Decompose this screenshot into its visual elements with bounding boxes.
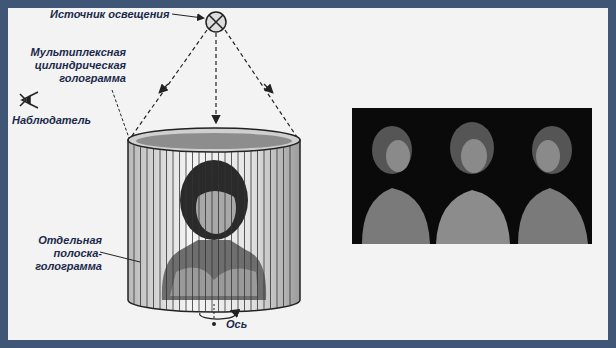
hologram-stripe — [225, 152, 226, 312]
hologram-stripe — [147, 148, 148, 308]
light-source-label: Источник освещения — [50, 8, 180, 21]
hologram-stripe — [134, 144, 135, 304]
hologram-stripe — [173, 151, 174, 311]
hologram-stripe — [212, 152, 213, 312]
hologram-stripe — [264, 150, 265, 310]
hologram-stripe — [238, 152, 239, 312]
hologram-stripe — [140, 146, 141, 306]
hologram-stripe — [205, 152, 206, 312]
strip-label: Отдельная полоска-голограмма — [30, 234, 102, 273]
hologram-stripe — [277, 148, 278, 308]
hologram-stripe — [179, 151, 180, 311]
hologram-stripe — [244, 151, 245, 311]
hologram-stripe — [153, 149, 154, 309]
hologram-stripe — [218, 152, 219, 312]
hologram-stripe — [192, 152, 193, 312]
hologram-stripe — [166, 150, 167, 310]
hologram-stripe — [251, 151, 252, 311]
hologram-stripe — [160, 149, 161, 309]
axis-label: Ось — [226, 318, 266, 331]
hologram-label: Мультиплексная цилиндрическая голограмма — [18, 46, 126, 85]
hologram-stripe — [290, 146, 291, 306]
observer-label: Наблюдатель — [12, 114, 112, 127]
hologram-stripe — [270, 149, 271, 309]
hologram-stripe — [257, 150, 258, 310]
hologram-stripe — [199, 152, 200, 312]
hologram-stripe — [186, 151, 187, 311]
hologram-stripe — [283, 147, 284, 307]
hologram-stripe — [231, 152, 232, 312]
